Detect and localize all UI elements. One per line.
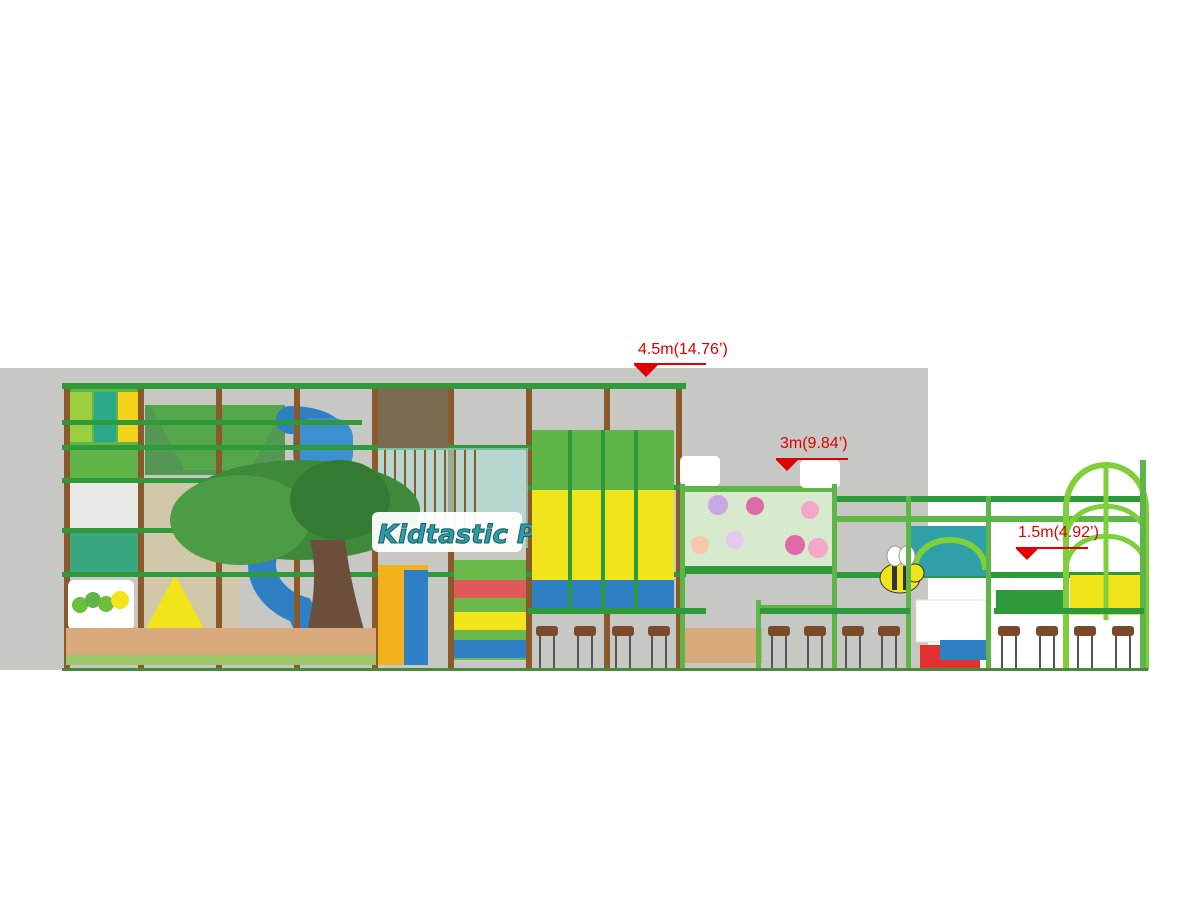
slide-tower: [532, 430, 674, 610]
height-label-3m: 3m(9.84’): [780, 435, 848, 452]
height-marker-3m: [776, 458, 848, 471]
height-label-1-5m: 1.5m(4.92’): [1018, 524, 1099, 541]
green-frame: [680, 460, 1146, 670]
height-marker-4-5m: [634, 363, 706, 377]
height-marker-1-5m: [1016, 547, 1088, 560]
middle-section: [680, 456, 840, 613]
wood-fence: [66, 628, 762, 665]
caterpillar-icon: [68, 580, 134, 630]
floor-line: [62, 668, 1148, 671]
tables-and-stools: [528, 608, 1144, 668]
height-label-4-5m: 4.5m(14.76’): [638, 341, 728, 358]
